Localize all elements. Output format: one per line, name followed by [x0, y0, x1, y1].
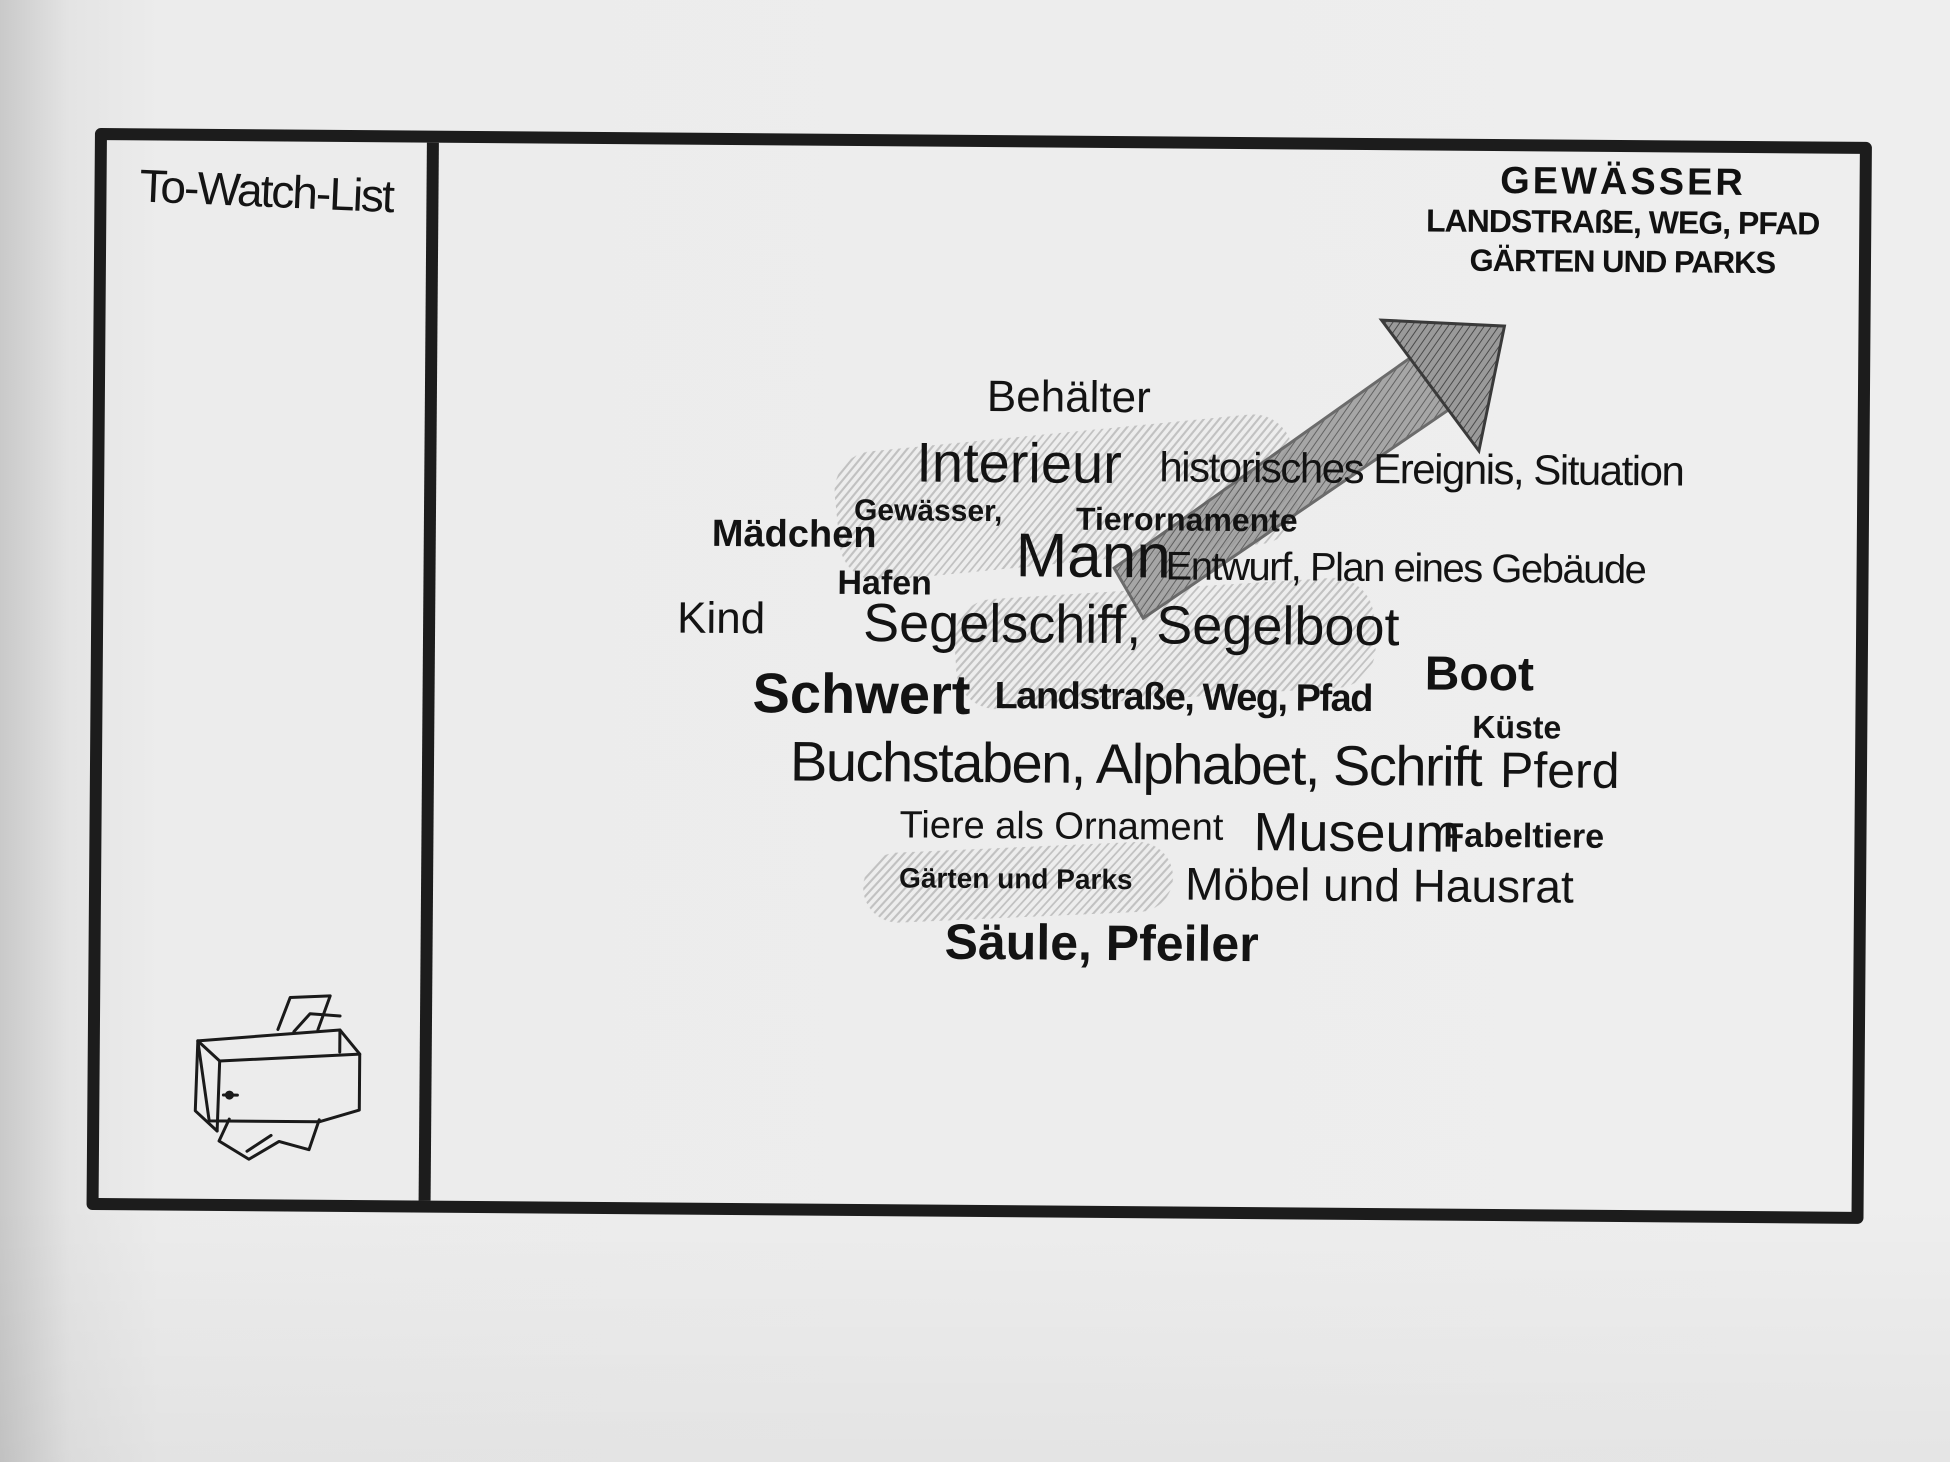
tag-word[interactable]: Landstraße, Weg, Pfad — [994, 675, 1373, 721]
tag-word[interactable]: Buchstaben, Alphabet, Schrift — [789, 729, 1482, 798]
tag-cloud-canvas: GEWÄSSER LANDSTRAßE, WEG, PFAD GÄRTEN UN… — [431, 143, 1860, 1212]
tag-word[interactable]: Mann — [1015, 521, 1172, 592]
application-window: To-Watch-List — [86, 128, 1872, 1224]
filter-item[interactable]: LANDSTRAßE, WEG, PFAD — [1425, 202, 1820, 242]
tag-word[interactable]: Kind — [676, 593, 766, 644]
tag-word[interactable]: Gärten und Parks — [899, 862, 1133, 896]
tag-word[interactable]: Schwert — [752, 661, 971, 726]
tag-word[interactable]: Pferd — [1499, 742, 1620, 799]
filter-item[interactable]: GÄRTEN UND PARKS — [1469, 242, 1776, 281]
print-button[interactable] — [189, 991, 380, 1172]
tag-word[interactable]: Mädchen — [711, 512, 877, 557]
tag-word[interactable]: historisches Ereignis, Situation — [1159, 443, 1684, 495]
tag-word[interactable]: Behälter — [986, 372, 1151, 423]
active-filter-list: GEWÄSSER LANDSTRAßE, WEG, PFAD GÄRTEN UN… — [1426, 160, 1820, 283]
tag-word[interactable]: Boot — [1424, 647, 1535, 702]
filter-item[interactable]: GEWÄSSER — [1499, 160, 1747, 204]
tag-word[interactable]: Fabeltiere — [1443, 816, 1605, 856]
tag-word[interactable]: Segelschiff, Segelboot — [862, 593, 1400, 658]
sidebar: To-Watch-List — [98, 140, 439, 1201]
tag-word[interactable]: Tiere als Ornament — [899, 804, 1224, 849]
tag-word[interactable]: Museum — [1253, 802, 1461, 864]
tag-word[interactable]: Säule, Pfeiler — [944, 913, 1259, 973]
printer-icon — [193, 994, 362, 1161]
tag-word[interactable]: Möbel und Hausrat — [1184, 857, 1574, 913]
tag-word[interactable]: Interieur — [916, 430, 1123, 496]
tag-word[interactable]: Küste — [1472, 708, 1562, 746]
sidebar-title: To-Watch-List — [138, 159, 394, 223]
tag-word[interactable]: Entwurf, Plan eines Gebäude — [1165, 544, 1646, 593]
